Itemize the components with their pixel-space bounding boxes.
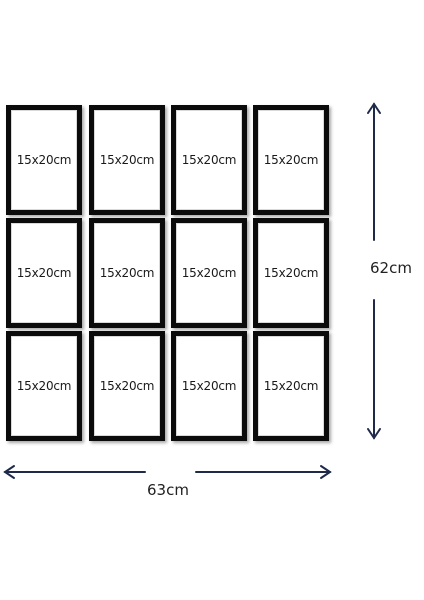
height-dimension-label: 62cm [370,259,412,277]
frame-size-label: 15x20cm [263,266,319,280]
photo-frame: 15x20cm [253,105,329,215]
frame-size-label: 15x20cm [181,153,237,167]
photo-frame: 15x20cm [6,105,82,215]
photo-frame: 15x20cm [171,331,247,441]
frame-size-label: 15x20cm [99,266,155,280]
frame-size-label: 15x20cm [99,379,155,393]
photo-frame: 15x20cm [171,105,247,215]
frame-size-label: 15x20cm [16,266,72,280]
frame-size-label: 15x20cm [181,266,237,280]
photo-frame: 15x20cm [253,218,329,328]
photo-frame: 15x20cm [253,331,329,441]
photo-frame: 15x20cm [6,218,82,328]
width-arrow-icon [3,465,332,479]
photo-frame: 15x20cm [171,218,247,328]
frame-size-label: 15x20cm [16,153,72,167]
photo-frame: 15x20cm [6,331,82,441]
frame-size-label: 15x20cm [263,379,319,393]
frame-size-label: 15x20cm [16,379,72,393]
photo-frame: 15x20cm [89,218,165,328]
frame-grid: 15x20cm 15x20cm 15x20cm 15x20cm 15x20cm … [6,105,330,441]
height-arrow-icon [367,102,381,440]
width-dimension-label: 63cm [147,481,189,499]
frame-size-label: 15x20cm [263,153,319,167]
photo-frame: 15x20cm [89,331,165,441]
photo-frame: 15x20cm [89,105,165,215]
frame-size-label: 15x20cm [99,153,155,167]
frame-size-label: 15x20cm [181,379,237,393]
